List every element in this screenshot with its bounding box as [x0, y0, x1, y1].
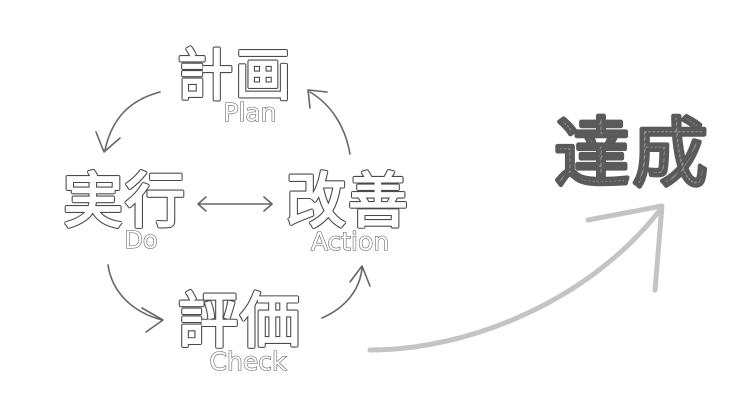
do-kanji: 実行: [63, 167, 187, 237]
node-check: 評価 Check: [177, 286, 302, 377]
node-do: 実行 Do: [62, 166, 187, 255]
goal-kanji: 達成: [554, 109, 710, 198]
check-label: Check: [210, 347, 287, 376]
check-kanji: 評価: [178, 287, 302, 357]
goal-arrow: [367, 203, 665, 353]
node-goal: 達成: [553, 108, 710, 199]
node-plan: 計画 Plan: [176, 43, 293, 128]
plan-label: Plan: [223, 98, 276, 127]
do-label: Do: [124, 226, 157, 254]
arrow-do-to-check: [107, 264, 164, 333]
arrow-do-action-bidirectional: [197, 196, 273, 212]
arrow-check-to-action: [321, 265, 371, 319]
action-kanji: 改善: [286, 167, 410, 237]
action-label: Action: [311, 227, 389, 256]
node-action: 改善 Action: [285, 166, 410, 257]
plan-kanji: 計画: [177, 44, 293, 109]
arrow-plan-to-do: [95, 91, 161, 153]
arrow-action-to-plan: [307, 89, 351, 155]
